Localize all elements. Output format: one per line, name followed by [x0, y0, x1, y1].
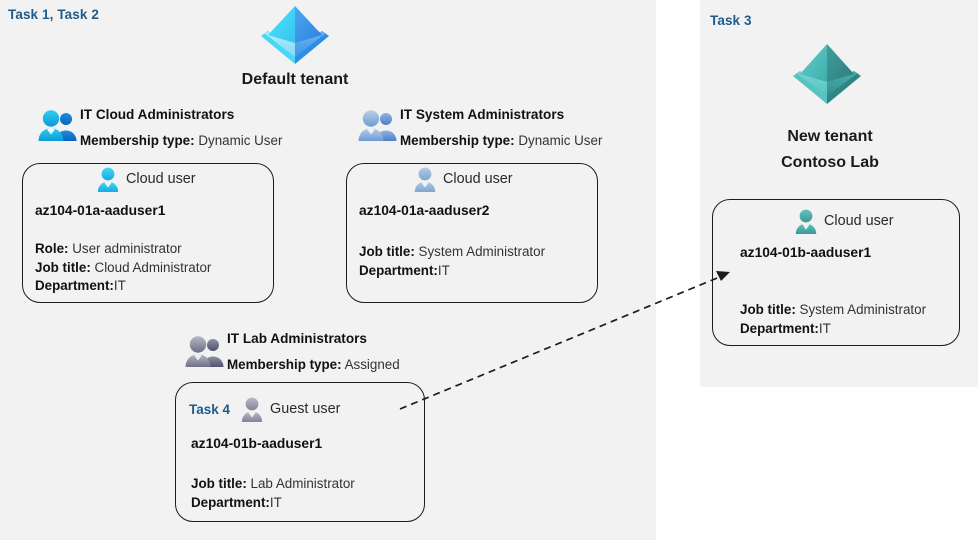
attr-department-label: Department:	[740, 320, 819, 336]
attr-job-title-value: Lab Administrator	[250, 476, 355, 491]
card-head-cloud-user-contoso: Cloud user	[794, 208, 894, 234]
attr-job-title-value: System Administrator	[799, 302, 927, 317]
attr-job-title: Job title: Cloud Administrator	[35, 259, 211, 278]
new-tenant-title-line1: New tenant	[787, 128, 873, 145]
user-attributes-guest: Job title: Lab Administrator Department:…	[191, 475, 355, 512]
default-tenant-title: Default tenant	[241, 71, 349, 88]
group-title-it-cloud-administrators: IT Cloud Administrators	[80, 107, 235, 122]
attr-role-value: User administrator	[72, 241, 182, 256]
attr-department-value: IT	[818, 320, 831, 336]
group-membership-it-cloud-administrators: Membership type: Dynamic User	[80, 133, 282, 148]
azure-tenant-pyramid-icon	[256, 2, 334, 66]
task-label-1-2: Task 1, Task 2	[8, 7, 99, 22]
attr-department: Department:IT	[191, 494, 355, 513]
membership-type-label: Membership type:	[80, 133, 195, 148]
card-head-cloud-user-2: Cloud user	[413, 166, 513, 192]
group-title-it-system-administrators: IT System Administrators	[400, 107, 565, 122]
task-label-4: Task 4	[189, 401, 231, 417]
attr-department-label: Department:	[191, 494, 270, 510]
attr-department: Department:IT	[740, 320, 926, 339]
attr-job-title-value: Cloud Administrator	[94, 259, 212, 275]
user-name-contoso-az104-01b-aaduser1: az104-01b-aaduser1	[740, 245, 872, 260]
attr-job-title-label: Job title:	[191, 476, 247, 491]
attr-job-title-label: Job title:	[359, 244, 415, 259]
attr-department-value: IT	[437, 262, 450, 278]
group-title-it-lab-administrators: IT Lab Administrators	[227, 331, 367, 346]
membership-type-label: Membership type:	[400, 133, 515, 148]
membership-type-value: Dynamic User	[518, 133, 603, 148]
attr-role: Role: User administrator	[35, 240, 211, 259]
card-head-guest-user: Task 4 Guest user	[189, 396, 340, 422]
attr-department-label: Department:	[35, 278, 114, 293]
user-attributes-contoso: Job title: System Administrator Departme…	[740, 301, 926, 338]
user-attributes-2: Job title: System Administrator Departme…	[359, 243, 545, 280]
user-name-az104-01a-aaduser2: az104-01a-aaduser2	[359, 203, 490, 218]
membership-type-value: Dynamic User	[198, 133, 283, 148]
user-type-label-guest: Guest user	[270, 401, 341, 417]
attr-department: Department:IT	[35, 277, 211, 296]
attr-role-label: Role:	[35, 241, 69, 256]
guest-user-icon	[240, 396, 264, 422]
cloud-user-icon	[413, 166, 437, 192]
group-users-icon	[37, 108, 79, 144]
group-users-icon	[184, 334, 226, 370]
group-membership-it-system-administrators: Membership type: Dynamic User	[400, 133, 602, 148]
user-card-contoso-az104-01b-aaduser1[interactable]	[712, 199, 960, 346]
azure-tenant-pyramid-icon	[789, 38, 865, 106]
card-head-cloud-user-1: Cloud user	[96, 166, 196, 192]
membership-type-value: Assigned	[344, 357, 400, 372]
task-label-3: Task 3	[710, 13, 752, 28]
user-type-label-contoso: Cloud user	[824, 213, 894, 229]
attr-job-title: Job title: System Administrator	[359, 243, 545, 262]
attr-job-title-label: Job title:	[35, 259, 91, 275]
cloud-user-icon	[794, 208, 818, 234]
attr-department-value: IT	[269, 494, 282, 510]
user-card-az104-01a-aaduser1[interactable]	[22, 163, 274, 303]
membership-type-label: Membership type:	[227, 357, 342, 372]
user-card-guest-az104-01b-aaduser1[interactable]	[175, 382, 425, 522]
attr-department: Department:IT	[359, 262, 545, 281]
cloud-user-icon	[96, 166, 120, 192]
user-type-label-1: Cloud user	[126, 171, 196, 187]
attr-department-label: Department:	[359, 262, 438, 278]
new-tenant-title-line2: Contoso Lab	[781, 154, 879, 171]
user-attributes-1: Role: User administrator Job title: Clou…	[35, 240, 211, 296]
attr-job-title-label: Job title:	[740, 302, 796, 317]
user-type-label-2: Cloud user	[443, 171, 513, 187]
group-users-icon	[357, 108, 399, 144]
attr-job-title: Job title: Lab Administrator	[191, 475, 355, 494]
attr-job-title-value: System Administrator	[418, 244, 546, 259]
user-name-guest-az104-01b-aaduser1: az104-01b-aaduser1	[191, 436, 323, 451]
attr-department-value: IT	[113, 278, 126, 293]
user-name-az104-01a-aaduser1: az104-01a-aaduser1	[35, 203, 166, 218]
attr-job-title: Job title: System Administrator	[740, 301, 926, 320]
group-membership-it-lab-administrators: Membership type: Assigned	[227, 357, 400, 372]
